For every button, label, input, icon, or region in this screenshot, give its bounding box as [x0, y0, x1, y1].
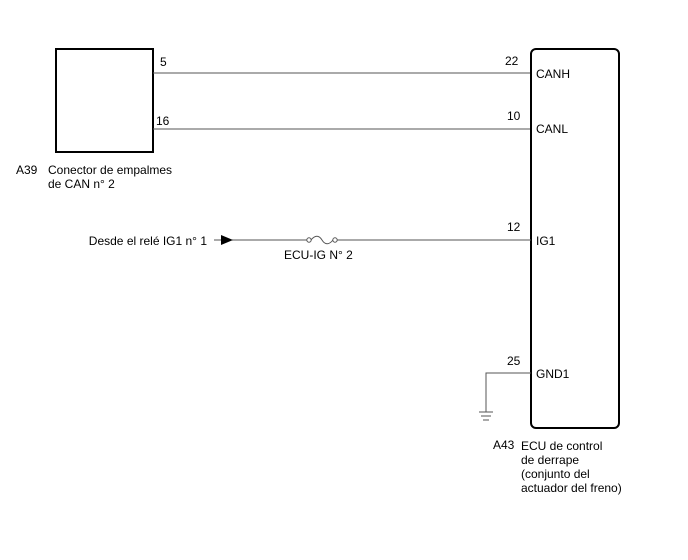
ecu-terminal-ig1: IG1 — [536, 234, 556, 248]
gnd-wire — [485, 372, 531, 412]
ecu-pin-25: 25 — [507, 354, 521, 368]
ecu-terminal-gnd1: GND1 — [536, 367, 570, 381]
a39-pin-16: 16 — [156, 114, 170, 128]
a43-code: A43 — [493, 438, 515, 452]
a43-name-line4: actuador del freno) — [521, 481, 622, 495]
power-source-label: Desde el relé IG1 n° 1 — [89, 234, 208, 248]
ecu-pin-22: 22 — [505, 54, 519, 68]
a43-name-line1: ECU de control — [521, 439, 602, 453]
a43-ecu-box — [530, 48, 620, 429]
a39-code: A39 — [16, 163, 38, 177]
ecu-terminal-canh: CANH — [536, 67, 570, 81]
a43-name-line2: de derrape — [521, 453, 579, 467]
a39-name-line1: Conector de empalmes — [48, 163, 172, 177]
a39-name-line2: de CAN n° 2 — [48, 177, 115, 191]
a43-name-line3: (conjunto del — [521, 467, 590, 481]
fuse-icon — [306, 235, 338, 245]
ground-icon — [479, 411, 493, 421]
fuse-label: ECU-IG N° 2 — [284, 248, 353, 262]
arrow-icon — [221, 235, 233, 245]
a39-pin-5: 5 — [160, 55, 167, 69]
ecu-pin-10: 10 — [507, 109, 521, 123]
a39-connector-box — [55, 48, 154, 153]
ecu-terminal-canl: CANL — [536, 122, 568, 136]
ecu-pin-12: 12 — [507, 220, 521, 234]
